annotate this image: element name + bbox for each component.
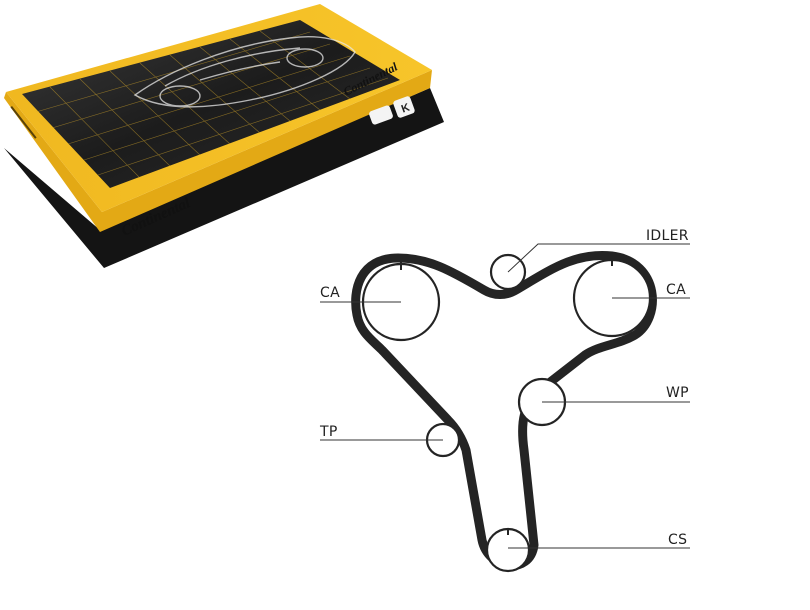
box-lid-window (22, 20, 400, 188)
pulley-cs (485, 527, 531, 573)
svg-text:K: K (400, 102, 412, 116)
lid-badges: K (369, 96, 415, 125)
belt-diagram: IDLER CA CA WP TP CS (319, 228, 690, 573)
label-idler: IDLER (646, 228, 689, 244)
box-base (4, 88, 444, 268)
leader-lines (320, 243, 690, 549)
label-cs: CS (668, 532, 687, 548)
label-wp: WP (666, 385, 689, 401)
product-box: Continental K Continental (4, 4, 444, 268)
car-sketch (133, 36, 356, 108)
spine-marks (10, 106, 37, 139)
timing-belt (351, 250, 657, 571)
label-ca-left: CA (320, 285, 340, 301)
label-tp: TP (319, 424, 338, 440)
label-ca-right: CA (666, 282, 686, 298)
